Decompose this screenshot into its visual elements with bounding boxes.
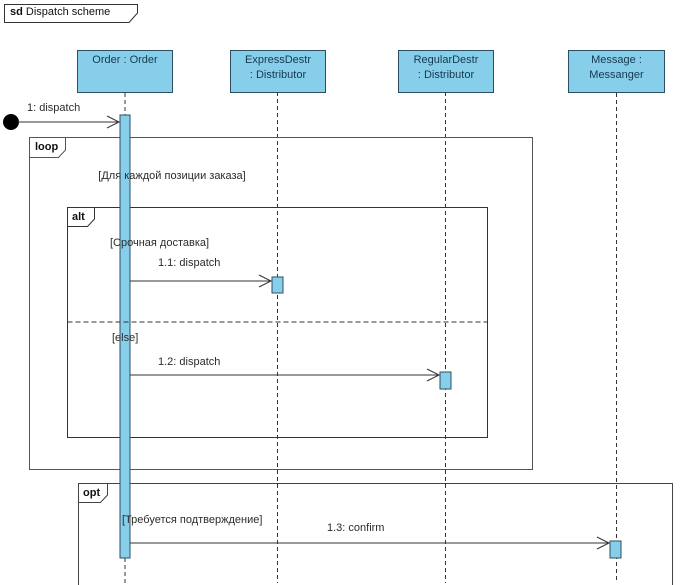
message-1-1-label[interactable]: 1.1: dispatch [158, 257, 221, 269]
message-1-1-arrowhead [258, 274, 273, 288]
lifeline-head-order[interactable]: Order : Order [77, 50, 173, 93]
lifeline-head-regulardestr[interactable]: RegularDestr : Distributor [398, 50, 494, 93]
activation-regulardestr[interactable] [439, 371, 452, 390]
activation-message[interactable] [609, 540, 622, 559]
diagram-title-name: Dispatch scheme [25, 6, 111, 18]
activation-expressdestr[interactable] [271, 276, 284, 294]
diagram-title-keyword: sd [10, 6, 23, 18]
activation-order[interactable] [119, 114, 131, 559]
found-message-start-circle[interactable] [3, 114, 19, 130]
message-1-3-arrowhead [596, 536, 611, 550]
loop-pentagon[interactable] [29, 137, 66, 158]
message-1-2-label[interactable]: 1.2: dispatch [158, 356, 221, 368]
diagram-title-pentagon [4, 4, 138, 23]
loop-frame [29, 137, 533, 470]
message-1-3-label[interactable]: 1.3: confirm [327, 522, 385, 534]
alt-pentagon[interactable] [67, 207, 95, 227]
opt-frame [78, 483, 673, 585]
lifeline-head-message[interactable]: Message : Messanger [568, 50, 665, 93]
diagram-title: sd Dispatch scheme [10, 6, 110, 18]
loop-guard: [Для каждой позиции заказа] [98, 170, 246, 182]
alt-guard: [Срочная доставка] [110, 237, 210, 249]
opt-guard: [Требуется подтверждение] [122, 514, 263, 526]
message-1-2-arrowhead [426, 368, 441, 382]
lifeline-head-expressdestr[interactable]: ExpressDestr : Distributor [230, 50, 326, 93]
message-1-arrowhead [106, 115, 121, 129]
loop-operator-label[interactable]: loop [35, 141, 59, 153]
message-1-label[interactable]: 1: dispatch [27, 102, 81, 114]
opt-operator-label[interactable]: opt [83, 487, 101, 499]
alt-else-guard: [else] [112, 332, 139, 344]
alt-operator-label[interactable]: alt [72, 211, 85, 223]
opt-pentagon[interactable] [78, 483, 108, 503]
